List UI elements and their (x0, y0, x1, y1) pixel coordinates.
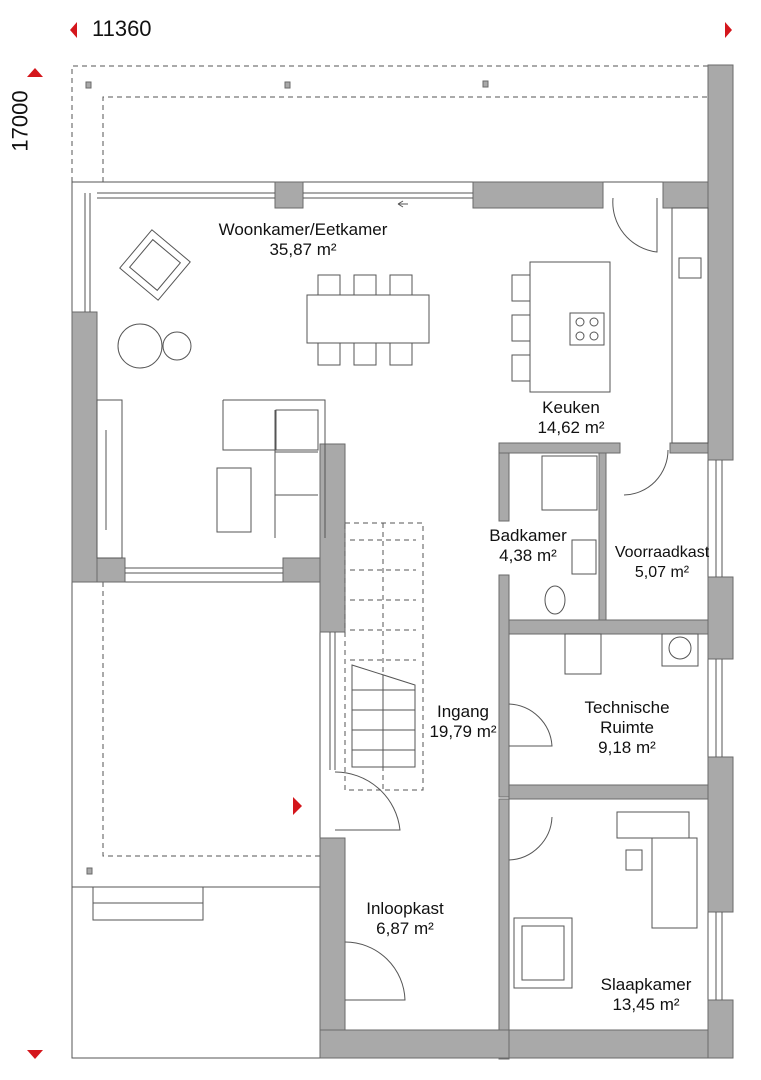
room-area: 6,87 m² (376, 919, 434, 938)
room-area: 9,18 m² (598, 738, 656, 757)
room-area: 13,45 m² (612, 995, 680, 1014)
carport (71, 581, 321, 921)
room-area: 19,79 m² (429, 722, 497, 741)
room-name: Slaapkamer (600, 975, 692, 994)
room-area: 4,38 m² (499, 546, 557, 565)
entrance-arrow-icon (293, 797, 302, 815)
room-name: Woonkamer/Eetkamer (218, 220, 388, 239)
room-label-voorraadkast: Voorraadkast 5,07 m² (615, 543, 709, 583)
furniture (96, 207, 709, 989)
room-name: Badkamer (489, 526, 567, 545)
arrow-left-icon (70, 22, 77, 38)
room-area: 5,07 m² (634, 564, 690, 581)
terrace (71, 65, 708, 182)
room-name: Technische (584, 698, 670, 717)
room-name: Ingang (437, 702, 489, 721)
room-name: Keuken (542, 398, 600, 417)
room-name-line2: Ruimte (600, 718, 654, 737)
room-name: Voorraadkast (614, 544, 710, 561)
room-name: Inloopkast (366, 899, 444, 918)
doors (334, 197, 669, 1001)
depth-dimension: 17000 (7, 90, 33, 152)
arrow-down-icon (27, 1050, 43, 1059)
width-dimension: 11360 (92, 16, 152, 41)
walls (71, 64, 734, 1060)
staircase (344, 522, 424, 791)
arrow-right-icon (725, 22, 732, 38)
room-area: 35,87 m² (269, 240, 337, 259)
arrow-up-icon (27, 68, 43, 77)
windows (84, 192, 723, 1000)
room-area: 14,62 m² (537, 418, 605, 437)
